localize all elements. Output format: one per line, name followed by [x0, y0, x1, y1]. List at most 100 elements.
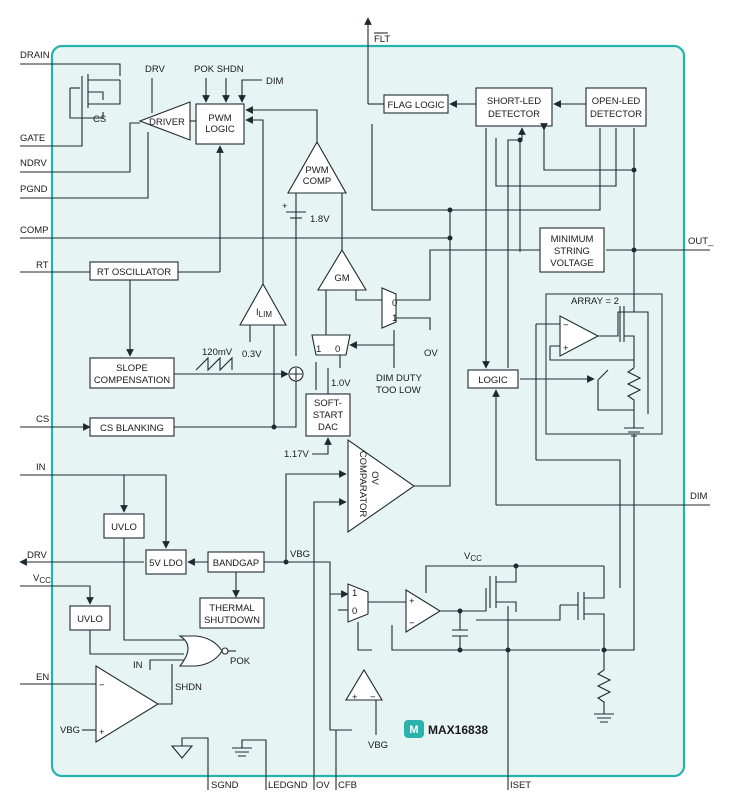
dim-duty-2: TOO LOW	[376, 385, 421, 396]
cs-fet-label: CS	[93, 114, 106, 125]
pok-shdn-label: POK SHDN	[194, 64, 244, 75]
ilim-label: ILIM	[256, 307, 272, 319]
soft-start-block	[305, 393, 351, 437]
pwm-comp-block	[287, 140, 347, 194]
vbg-buf-minus: −	[370, 692, 376, 703]
logic-block	[467, 369, 519, 389]
ilim-block	[239, 282, 287, 326]
en-comparator	[95, 665, 160, 743]
flag-logic-block	[383, 94, 449, 114]
maxim-logo-icon	[404, 720, 424, 738]
ss-mux-1: 1	[316, 344, 321, 355]
bandgap-label: BANDGAP	[213, 558, 259, 569]
dim-mux-1: 1	[392, 313, 397, 324]
slope-label-2: COMPENSATION	[94, 375, 170, 386]
pin-sgnd: SGND	[211, 780, 239, 791]
dim-mux	[381, 287, 397, 329]
pin-gate: GATE	[20, 133, 45, 144]
power-mosfet	[69, 74, 121, 119]
in-label-en: IN	[133, 660, 143, 671]
vcc-label: VCC	[464, 551, 482, 563]
thermal-1: THERMAL	[209, 603, 254, 614]
uvlo2-label: UVLO	[77, 614, 103, 625]
v03-label: 0.3V	[242, 349, 262, 360]
gm-block	[317, 248, 367, 291]
slope-label-1: SLOPE	[116, 363, 148, 374]
pin-ov: OV	[316, 780, 330, 791]
driver-label: DRIVER	[149, 117, 185, 128]
drv-label: DRV	[145, 64, 166, 75]
v10-label: 1.0V	[331, 378, 351, 389]
pin-in: IN	[36, 462, 46, 473]
dim-mux-0: 0	[392, 298, 397, 309]
iset-resistor	[596, 650, 612, 714]
ov-label-mid: OV	[424, 348, 438, 359]
soft-start-3: DAC	[318, 422, 338, 433]
pin-rt: RT	[36, 260, 49, 271]
pin-flt: FLT	[374, 34, 390, 45]
short-led-1: SHORT-LED	[487, 96, 541, 107]
pwm-logic-block	[195, 103, 245, 145]
vbg-label: VBG	[290, 549, 310, 560]
iset-amp-minus: −	[409, 618, 415, 629]
ov-comp-2: COMPARATOR	[357, 451, 368, 518]
pin-dim: DIM	[690, 491, 708, 502]
array-resistor	[626, 367, 642, 428]
array-op-plus: +	[563, 343, 569, 354]
uvlo1-label: UVLO	[111, 522, 137, 533]
pin-ledgnd: LEDGND	[268, 780, 308, 791]
uvlo2-block	[69, 605, 111, 631]
nor-gate	[178, 635, 223, 667]
iset-mux	[347, 583, 369, 623]
vbg-en-label: VBG	[60, 725, 80, 736]
pin-vcc: VCC	[33, 573, 51, 585]
pwm-logic-label-1: PWM	[208, 113, 231, 124]
pwm-comp-label-1: PWM	[305, 165, 328, 176]
vbg-buf-label: VBG	[368, 740, 388, 751]
iset-amp	[405, 589, 442, 633]
ss-mux	[311, 334, 351, 356]
pin-drain: DRAIN	[20, 50, 50, 61]
short-led-block	[475, 87, 553, 127]
slope-comp-block	[89, 357, 175, 389]
pin-comp: COMP	[20, 225, 49, 236]
chip-outline	[50, 44, 686, 778]
en-plus: +	[99, 727, 105, 738]
short-led-2: DETECTOR	[488, 109, 540, 120]
iset-mux-1: 1	[352, 588, 357, 599]
ov-comp-1: OV	[369, 471, 380, 485]
uvlo1-block	[103, 513, 145, 539]
gm-label: GM	[334, 273, 349, 284]
plus-sign: +	[282, 201, 288, 212]
min-string-2: STRING	[554, 246, 590, 257]
pin-drv: DRV	[27, 550, 48, 561]
soft-start-1: SOFT-	[314, 398, 342, 409]
min-string-3: VOLTAGE	[550, 258, 593, 269]
rt-osc-block	[89, 261, 179, 281]
iset-amp-plus: +	[409, 596, 415, 607]
pok-label: POK	[230, 656, 251, 667]
array-opamp	[559, 315, 600, 357]
iset-mux-0: 0	[352, 606, 357, 617]
shdn-label: SHDN	[175, 682, 202, 693]
v117-label: 1.17V	[284, 449, 309, 460]
v18-label: 1.8V	[310, 214, 330, 225]
vbg-buffer	[345, 668, 383, 701]
cs-blank-label: CS BLANKING	[100, 423, 164, 434]
pin-pgnd: PGND	[20, 184, 48, 195]
sawtooth	[195, 356, 233, 372]
array-op-minus: −	[563, 320, 569, 331]
pin-iset: ISET	[510, 780, 531, 791]
soft-start-2: START	[313, 410, 343, 421]
array-box	[545, 293, 663, 435]
min-string-1: MINIMUM	[551, 234, 594, 245]
open-led-block	[585, 87, 647, 127]
min-string-block	[539, 227, 605, 273]
pin-cs: CS	[36, 414, 49, 425]
logo-mark: M	[409, 724, 418, 736]
thermal-2: SHUTDOWN	[204, 615, 260, 626]
pwm-logic-label-2: LOGIC	[205, 124, 235, 135]
ss-mux-0: 0	[335, 344, 340, 355]
open-led-2: DETECTOR	[590, 109, 642, 120]
